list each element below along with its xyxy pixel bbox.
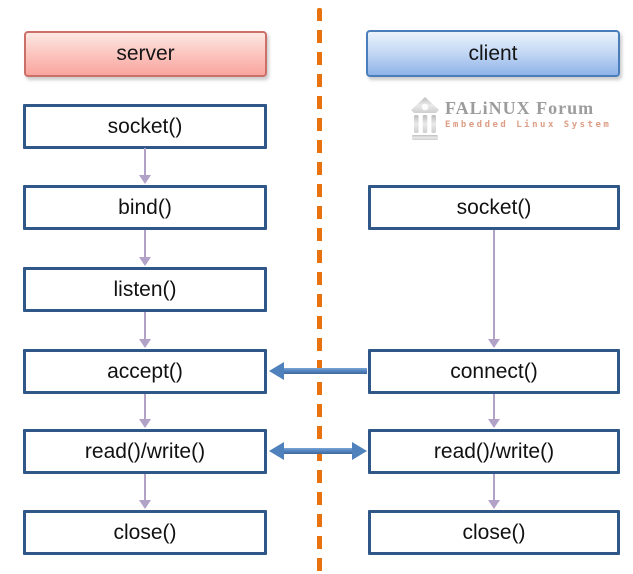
temple-icon: [411, 97, 439, 140]
client-box-close: close(): [368, 510, 620, 555]
server-box-close: close(): [23, 510, 267, 555]
client-box-socket: socket(): [368, 185, 620, 230]
client-box-socket-label: socket(): [456, 195, 532, 219]
server-box-bind-label: bind(): [118, 195, 172, 219]
client-box-connect-label: connect(): [450, 359, 538, 383]
client-box-close-label: close(): [462, 520, 526, 544]
flow-arrow-bind-to-listen: [139, 230, 151, 266]
flow-arrow-socket-to-bind: [139, 148, 151, 184]
client-box-readwrite-label: read()/write(): [433, 439, 555, 463]
flow-arrow-connect-to-readwrite: [488, 394, 500, 428]
server-box-readwrite-label: read()/write(): [84, 439, 206, 463]
server-box-listen: listen(): [23, 267, 267, 312]
watermark-text: FALiNUX Forum Embedded Linux System: [445, 96, 611, 141]
client-box-connect: connect(): [368, 349, 620, 394]
flow-arrow-listen-to-accept: [139, 312, 151, 348]
server-box-readwrite: read()/write(): [23, 429, 267, 474]
client-box-readwrite: read()/write(): [368, 429, 620, 474]
flow-arrow-accept-to-readwrite: [139, 394, 151, 428]
watermark-subtitle: Embedded Linux System: [445, 120, 612, 130]
flow-arrow-readwrite-to-close-client: [488, 474, 500, 509]
flow-arrow-socket-to-connect: [488, 230, 500, 348]
connect-to-accept-arrow: [269, 362, 367, 380]
client-server-boundary-divider: [317, 8, 322, 574]
falinux-watermark: FALiNUX Forum Embedded Linux System: [410, 96, 611, 141]
server-box-socket-label: socket(): [107, 114, 183, 138]
client-header: client: [366, 30, 620, 77]
server-header: server: [24, 31, 267, 77]
server-box-close-label: close(): [113, 520, 177, 544]
server-box-accept: accept(): [23, 349, 267, 394]
watermark-title: FALiNUX Forum: [445, 98, 595, 118]
readwrite-bidirectional-arrow: [269, 442, 367, 460]
server-header-label: server: [116, 42, 175, 65]
server-box-accept-label: accept(): [107, 359, 183, 383]
flow-arrow-readwrite-to-close-server: [139, 474, 151, 509]
server-box-bind: bind(): [23, 185, 267, 230]
server-box-listen-label: listen(): [113, 277, 177, 301]
client-header-label: client: [468, 41, 518, 65]
server-box-socket: socket(): [23, 104, 267, 149]
